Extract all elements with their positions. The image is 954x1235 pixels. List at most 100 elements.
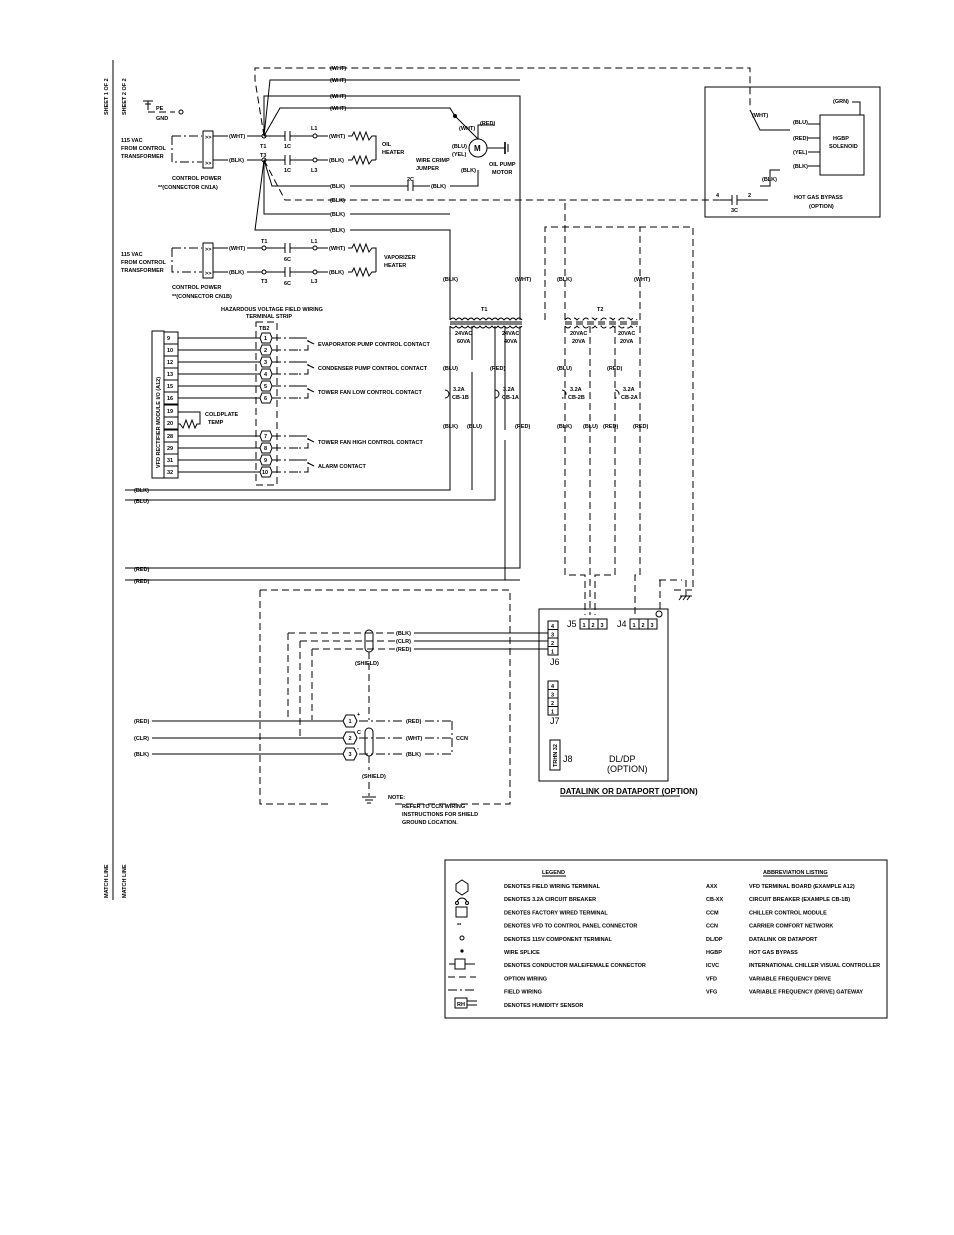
power1-line2: FROM CONTROL <box>121 146 167 152</box>
blk-t1-label: (BLK) <box>330 228 345 234</box>
ccn-field-blk: (BLK) <box>406 752 421 758</box>
jumper-2: JUMPER <box>416 166 439 172</box>
power1-caption1: CONTROL POWER <box>172 176 221 182</box>
ccn-plus: + <box>357 712 360 718</box>
contact-switch-icon <box>307 364 315 369</box>
vfd-pin-label: 12 <box>167 360 173 366</box>
abbr-meaning: CHILLER CONTROL MODULE <box>749 910 827 916</box>
legend-item-text: DENOTES FACTORY WIRED TERMINAL <box>504 910 608 916</box>
vfd-pin-label: 20 <box>167 421 173 427</box>
svg-text:>>: >> <box>205 247 211 253</box>
cp2-blk: (BLK) <box>229 270 244 276</box>
dataport-title: DATALINK OR DATAPORT (OPTION) <box>560 787 698 796</box>
vfd-pin-label: 13 <box>167 372 173 378</box>
hgbp-2: 2 <box>748 193 751 199</box>
vfd-pin-label: 19 <box>167 409 173 415</box>
motor-blu: (BLU) <box>452 144 467 150</box>
contact-loop <box>298 361 309 375</box>
rh-text: RH <box>457 1002 465 1008</box>
dldp-option: (OPTION) <box>607 764 648 774</box>
tb2-hex-terminal <box>259 368 273 380</box>
t1-red-out: (RED) <box>515 424 530 430</box>
abbr-code: AXX <box>706 884 718 890</box>
tb2-num: 7 <box>264 434 267 440</box>
svg-text:>>: >> <box>205 135 211 141</box>
legend-box <box>444 859 888 1019</box>
legend-item-text: DENOTES 115V COMPONENT TERMINAL <box>504 937 613 943</box>
l3-top: L3 <box>311 168 317 174</box>
contact-switch-icon <box>307 438 315 443</box>
gnd-label: GND <box>156 116 168 122</box>
abbr-meaning: DATALINK OR DATAPORT <box>749 937 818 943</box>
legend-item-text: OPTION WIRING <box>504 976 547 982</box>
t2-red-out2: (RED) <box>633 424 648 430</box>
vfd-pin-label: 16 <box>167 396 173 402</box>
tb2-num: 8 <box>264 446 267 452</box>
j6-label: J6 <box>550 657 560 667</box>
contact-switch-icon <box>307 388 315 393</box>
abbr-meaning: INTERNATIONAL CHILLER VISUAL CONTROLLER <box>749 963 880 969</box>
bus-blu: (BLU) <box>134 499 149 505</box>
1c-top: 1C <box>284 144 291 150</box>
t1-primary-icon <box>449 317 523 321</box>
oil-blk: (BLK) <box>329 158 344 164</box>
legend-item-text: DENOTES FIELD WIRING TERMINAL <box>504 884 601 890</box>
t1a-va: 60VA <box>457 339 470 345</box>
abbr-meaning: VARIABLE FREQUENCY (DRIVE) GATEWAY <box>749 990 863 996</box>
tb2-hex-terminal <box>259 332 273 344</box>
ccn-red: (RED) <box>134 719 149 725</box>
cb4-amp: 3.2A <box>623 387 635 393</box>
legend-symbols <box>448 879 477 1009</box>
ccn-blk: (BLK) <box>134 752 149 758</box>
note-3: GROUND LOCATION. <box>402 820 458 826</box>
tb2-hex-terminal <box>259 380 273 392</box>
ground-stud-icon <box>655 610 663 618</box>
ccn-minus: - <box>357 746 359 752</box>
wire-blk-hgbp-option <box>263 159 720 201</box>
cb1-name: CB-1B <box>452 395 469 401</box>
contact-label: CONDENSER PUMP CONTROL CONTACT <box>318 366 428 372</box>
hgbp-wht: (WHT) <box>752 113 768 119</box>
legend-item-text: DENOTES CONDUCTOR MALE/FEMALE CONNECTOR <box>504 963 646 969</box>
motor-blk: (BLK) <box>461 168 476 174</box>
dataport-box <box>538 608 669 782</box>
vfd-pin-label: 32 <box>167 470 173 476</box>
wht-label-b: (WHT) <box>330 78 346 84</box>
t1-cp2: T1 <box>261 239 267 245</box>
tb2-hex-terminal <box>259 442 273 454</box>
tb2-num: 9 <box>264 458 267 464</box>
wire-wht-hgbp-option <box>254 67 751 137</box>
hgbp-grn: (GRN) <box>833 99 849 105</box>
vap-blk: (BLK) <box>329 270 344 276</box>
tb2-num: 3 <box>264 360 267 366</box>
conn-pin <box>547 646 559 656</box>
t1-in-wht: (WHT) <box>515 277 531 283</box>
conn-pin-label: 1 <box>551 710 554 716</box>
oil-heater-icon <box>348 130 377 160</box>
vap-wht: (WHT) <box>329 246 345 252</box>
vap-2: HEATER <box>384 263 406 269</box>
bus-red2: (RED) <box>134 579 149 585</box>
hgbp-yel: (YEL) <box>793 150 808 156</box>
cp2-wht: (WHT) <box>229 246 245 252</box>
conn-pin <box>647 618 658 630</box>
t2-in-wht: (WHT) <box>634 277 650 283</box>
abbr-meaning: HOT GAS BYPASS <box>749 950 798 956</box>
power2-line3: TRANSFORMER <box>121 268 164 274</box>
contact-label: EVAPORATOR PUMP CONTROL CONTACT <box>318 342 430 348</box>
sheet-label-1: SHEET 1 OF 2 <box>104 78 110 115</box>
contact-label: TOWER FAN HIGH CONTROL CONTACT <box>318 440 423 446</box>
oil-heater-2: HEATER <box>382 150 404 156</box>
legend-list: DENOTES FIELD WIRING TERMINAL DENOTES 3.2… <box>504 884 646 1009</box>
pe-ground-icon <box>143 100 184 115</box>
legend-item-text: DENOTES 3.2A CIRCUIT BREAKER <box>504 897 596 903</box>
conn-pin-label: 4 <box>551 624 555 630</box>
wire-wht-motor <box>263 107 456 137</box>
wire-wht-cp1: (WHT) <box>229 134 245 140</box>
hgbp-blk2: (BLK) <box>762 177 777 183</box>
blk-t2-label: (BLK) <box>330 212 345 218</box>
t2b-v: 20VAC <box>618 331 635 337</box>
